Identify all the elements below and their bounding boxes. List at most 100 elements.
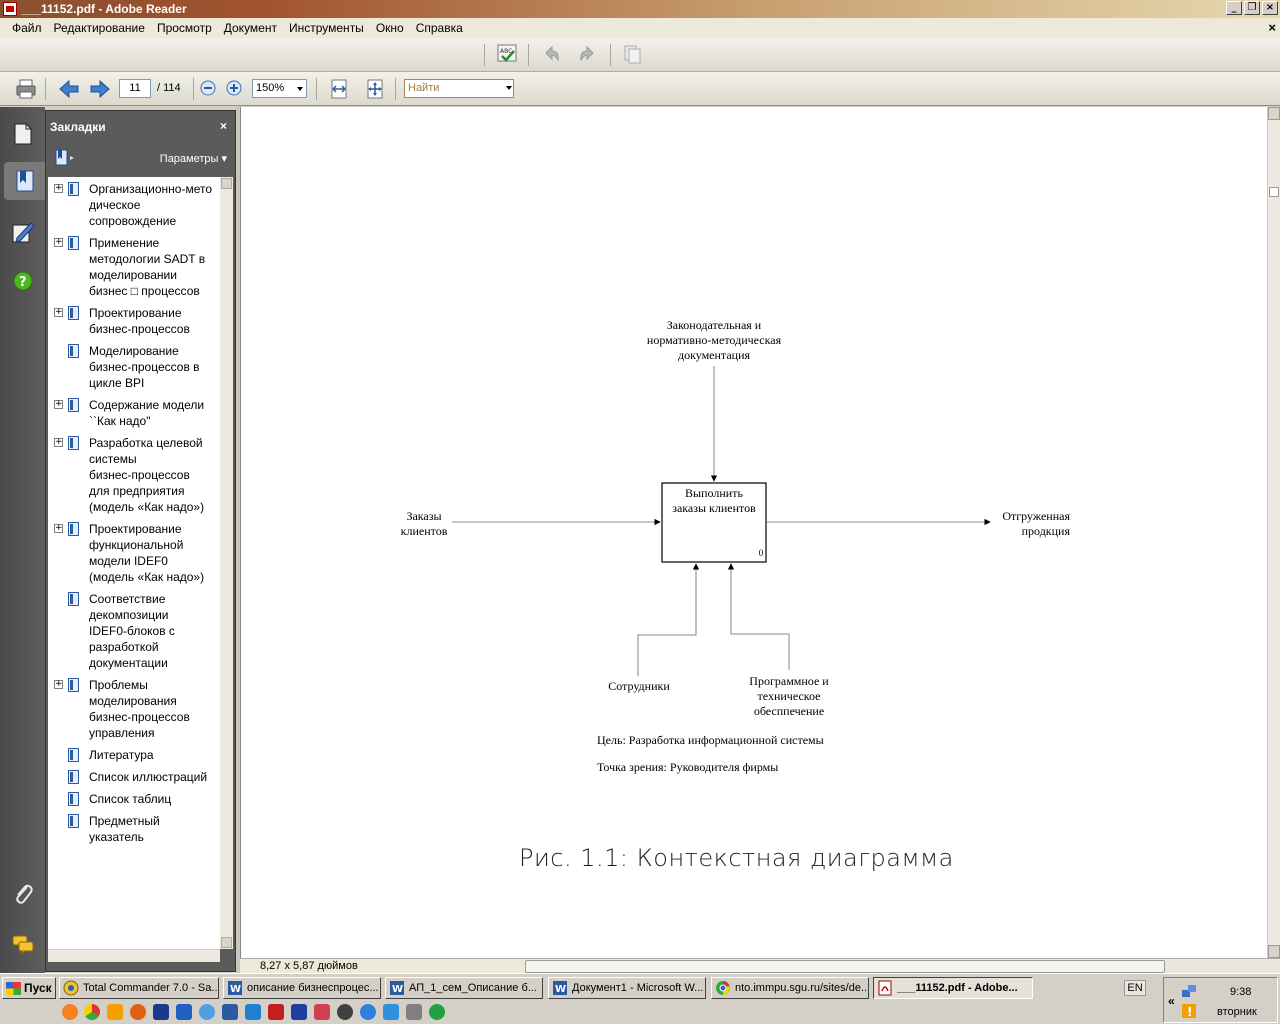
bookmark-item[interactable]: +Разработка целевой системы бизнес-проце… — [48, 435, 220, 521]
menu-file[interactable]: Файл — [12, 21, 42, 35]
bookmark-item[interactable]: +Проектирование бизнес-процессов — [48, 305, 220, 343]
quicklaunch-tool-icon[interactable] — [314, 1004, 330, 1020]
expand-icon[interactable]: + — [54, 237, 63, 247]
quicklaunch-tool-icon[interactable] — [291, 1004, 307, 1020]
bookmark-item[interactable]: Список таблиц — [48, 791, 220, 813]
bookmark-item[interactable]: Литература — [48, 747, 220, 769]
language-indicator[interactable]: EN — [1124, 980, 1146, 996]
find-input[interactable]: Найти — [404, 79, 514, 98]
maximize-button[interactable]: ❐ — [1244, 1, 1260, 15]
bookmark-item[interactable]: Предметный указатель — [48, 813, 220, 851]
quicklaunch-ie-icon[interactable] — [383, 1004, 399, 1020]
tray-expand-chevron[interactable]: « — [1168, 994, 1175, 1008]
quicklaunch-tool-icon[interactable] — [268, 1004, 284, 1020]
quicklaunch-opera-icon[interactable] — [62, 1004, 78, 1020]
bookmark-item[interactable]: + Организационно-мето дическое сопровожде… — [48, 181, 220, 235]
print-icon[interactable] — [15, 78, 37, 100]
expand-icon[interactable]: + — [54, 399, 63, 409]
zoom-in-icon[interactable] — [225, 79, 243, 97]
bookmark-options-icon[interactable] — [54, 149, 78, 167]
bookmark-item[interactable]: +Применение методологии SADT в моделиров… — [48, 235, 220, 305]
quicklaunch-tool-icon[interactable] — [245, 1004, 261, 1020]
quicklaunch-firefox-icon[interactable] — [130, 1004, 146, 1020]
bookmark-item[interactable]: +Проблемы моделирования бизнес-процессов… — [48, 677, 220, 747]
task-word-doc-3[interactable]: W Документ1 - Microsoft W... — [548, 977, 706, 999]
redo-icon[interactable] — [577, 43, 599, 65]
help-panel-button[interactable]: ? — [4, 262, 42, 300]
title-bar[interactable]: ___11152.pdf - Adobe Reader _ ❐ × — [0, 0, 1280, 18]
menu-help[interactable]: Справка — [415, 21, 463, 35]
task-word-doc-2[interactable]: W АП_1_сем_Описание б... — [385, 977, 543, 999]
pages-icon[interactable] — [622, 43, 644, 65]
menu-edit[interactable]: Редактирование — [53, 21, 145, 35]
find-dropdown-arrow-icon[interactable] — [506, 86, 512, 90]
zoom-select[interactable]: 150% — [252, 79, 307, 98]
bookmark-item[interactable]: +Проектирование функциональной модели ID… — [48, 521, 220, 591]
pages-panel-button[interactable] — [4, 115, 42, 153]
warning-shield-icon[interactable]: ! — [1180, 1002, 1198, 1020]
close-button[interactable]: × — [1262, 1, 1278, 15]
bookmark-item[interactable]: Моделирование бизнес-процессов в цикле B… — [48, 343, 220, 397]
bookmarks-panel-button[interactable] — [4, 162, 46, 200]
fit-page-icon[interactable] — [364, 78, 386, 100]
spellcheck-icon[interactable]: ABC — [496, 43, 518, 65]
document-horizontal-scrollbar[interactable] — [525, 960, 1280, 973]
panel-splitter[interactable] — [236, 107, 240, 973]
clock-day: вторник — [1217, 1006, 1257, 1018]
task-adobe-reader[interactable]: ___11152.pdf - Adobe... — [873, 977, 1033, 999]
bookmark-parameters-menu[interactable]: Параметры ▾ — [159, 153, 227, 165]
quicklaunch-office-icon[interactable] — [107, 1004, 123, 1020]
bookmarks-horizontal-scrollbar[interactable] — [48, 949, 220, 962]
quicklaunch-tool-icon[interactable] — [153, 1004, 169, 1020]
menu-document[interactable]: Документ — [223, 21, 277, 35]
start-button[interactable]: Пуск — [2, 977, 56, 999]
quicklaunch-tool-icon[interactable] — [406, 1004, 422, 1020]
undo-icon[interactable] — [540, 43, 562, 65]
page-thumbnails-icon — [14, 123, 32, 145]
expand-icon[interactable]: + — [54, 437, 63, 447]
doc-scroll-thumb[interactable] — [1269, 187, 1279, 197]
expand-icon[interactable]: + — [54, 307, 63, 317]
horizontal-scroll-thumb[interactable] — [525, 960, 1165, 973]
document-close-button[interactable]: × — [1268, 20, 1276, 35]
previous-page-icon[interactable] — [58, 78, 80, 100]
bookmark-item[interactable]: Список иллюстраций — [48, 769, 220, 791]
document-vertical-scrollbar[interactable] — [1267, 107, 1280, 958]
fit-width-icon[interactable] — [328, 78, 350, 100]
clock-time[interactable]: 9:38 — [1230, 986, 1252, 998]
task-word-doc-1[interactable]: W описание бизнеспроцес... — [223, 977, 381, 999]
comments-panel-button[interactable] — [4, 925, 42, 963]
minimize-button[interactable]: _ — [1226, 1, 1242, 15]
quicklaunch-chrome-icon[interactable] — [84, 1004, 100, 1020]
quicklaunch-tool-icon[interactable] — [176, 1004, 192, 1020]
scroll-up-button[interactable] — [221, 178, 232, 189]
menu-tools[interactable]: Инструменты — [288, 21, 364, 35]
signatures-panel-button[interactable] — [4, 213, 42, 251]
menu-view[interactable]: Просмотр — [156, 21, 212, 35]
scroll-down-button[interactable] — [221, 937, 232, 948]
network-icon[interactable] — [1180, 982, 1198, 1000]
expand-icon[interactable]: + — [54, 679, 63, 689]
bookmark-item[interactable]: Соответствие декомпозиции IDEF0-блоков с… — [48, 591, 220, 677]
task-chrome[interactable]: nto.immpu.sgu.ru/sites/de... — [711, 977, 869, 999]
attachments-panel-button[interactable] — [4, 875, 42, 913]
bookmark-label: Моделирование бизнес-процессов в цикле B… — [89, 344, 200, 390]
menu-window[interactable]: Окно — [375, 21, 404, 35]
start-label: Пуск — [24, 981, 52, 995]
task-total-commander[interactable]: Total Commander 7.0 - Sa... — [59, 977, 219, 999]
quicklaunch-torrent-icon[interactable] — [429, 1004, 445, 1020]
expand-icon[interactable]: + — [54, 183, 63, 193]
zoom-out-icon[interactable] — [199, 79, 217, 97]
expand-icon[interactable]: + — [54, 523, 63, 533]
quicklaunch-media-icon[interactable] — [337, 1004, 353, 1020]
next-page-icon[interactable] — [89, 78, 111, 100]
page-number-input[interactable]: 11 — [119, 79, 151, 98]
quicklaunch-ie-icon[interactable] — [199, 1004, 215, 1020]
bookmarks-close-button[interactable]: × — [219, 119, 227, 133]
dropdown-arrow-icon[interactable] — [297, 87, 303, 91]
bookmark-item[interactable]: +Содержание модели ``Как надо" — [48, 397, 220, 435]
quicklaunch-word-icon[interactable] — [222, 1004, 238, 1020]
bookmarks-vertical-scrollbar[interactable] — [220, 177, 233, 949]
bookmark-label: Организационно-мето дическое сопровожден… — [89, 182, 213, 228]
quicklaunch-tool-icon[interactable] — [360, 1004, 376, 1020]
